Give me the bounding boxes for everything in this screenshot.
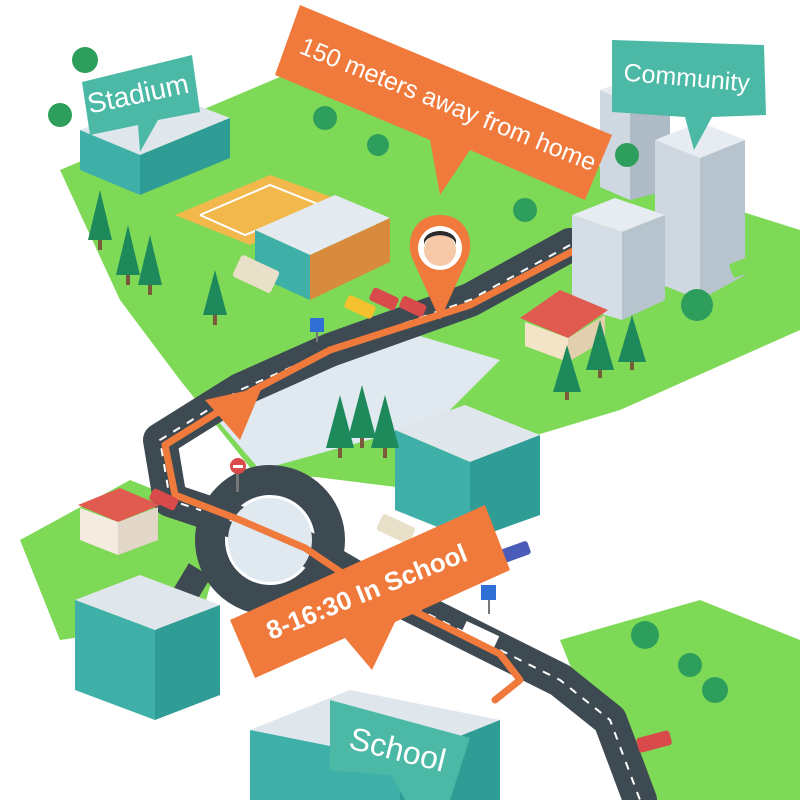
apartment-side [700,140,745,300]
tree-icon [513,198,537,222]
sw-building-top [75,575,220,630]
community-callout: Community [612,40,766,150]
trees [48,47,728,703]
shop-front [80,508,118,555]
apartment-front [655,140,700,300]
sw-building-front [75,600,155,720]
office-top [572,198,665,232]
car-icon [369,287,399,311]
basketball-court [175,175,340,245]
car-icon [376,514,416,544]
house-side [568,315,605,362]
center-buildings [78,405,540,555]
school-callout: School [330,700,470,800]
tree-icon [367,134,389,156]
pedestrian-crossing-sign-icon [310,318,324,342]
tree-icon [618,315,646,370]
tree-icon [72,47,98,73]
no-entry-sign-icon [230,458,246,492]
tree-icon [326,395,354,458]
tree-icon [348,385,376,448]
car-icon [636,730,672,753]
tree-icon [48,103,72,127]
vehicles [149,253,765,753]
center-office-top [395,405,540,462]
pedestrian-crossing-sign-icon [481,585,496,614]
gym-front [255,230,310,300]
stadium-side [140,118,230,195]
stadium-front [80,130,140,195]
office-front [572,215,622,320]
plaza-area [200,330,500,470]
car-icon [729,253,765,278]
tree-icon [553,345,581,400]
tree-icon [586,320,614,378]
tree-icon [371,395,399,458]
sw-building-side [155,605,220,720]
car-icon [344,295,376,319]
tree-icon [681,289,713,321]
shop-side [118,507,158,555]
gym-side [310,218,390,300]
tree-icon [702,677,728,703]
community-area [520,75,745,362]
car-icon [499,541,531,563]
shop-roof [78,488,160,522]
tree-icon [615,143,639,167]
roundabout [195,465,345,615]
school-front [250,730,400,800]
house-roof [520,290,608,338]
tree-icon [631,621,659,649]
roundabout-island [228,498,312,582]
tower-front [600,90,630,200]
southwest-building [75,575,220,720]
house-front [525,322,568,362]
tree-icon [313,106,337,130]
office-side [622,215,665,320]
tree-icon [116,225,140,285]
car-icon [399,296,427,317]
tree-icon [678,653,702,677]
bus-icon [232,255,280,293]
car-icon [149,488,179,511]
center-office-front [395,430,470,540]
tree-icon [203,270,227,325]
stadium-callout: Stadium [82,55,200,152]
route-arrowhead [205,387,262,440]
gym-roof [255,195,390,255]
crosswalk [460,621,500,649]
tree-icon [138,235,162,295]
tree-icon [88,190,112,250]
location-pin-icon [409,215,471,320]
route-line [161,246,579,704]
